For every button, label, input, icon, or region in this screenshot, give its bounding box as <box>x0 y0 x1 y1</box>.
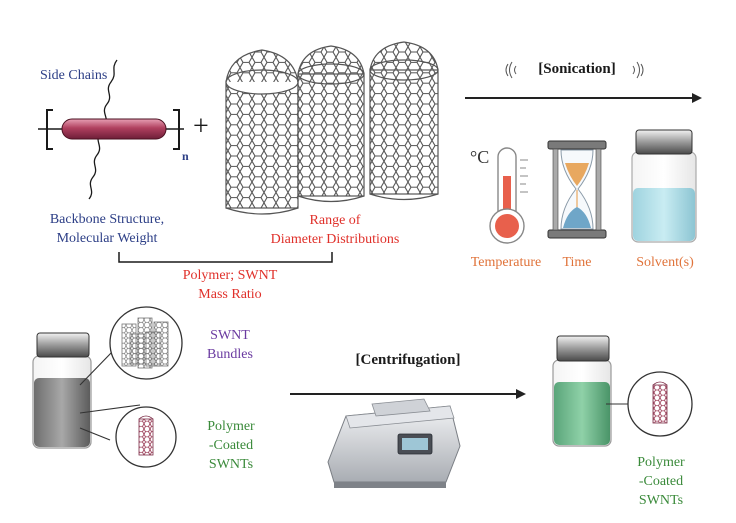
side-chain-lower <box>88 131 101 200</box>
coated-swnt-callout-right <box>627 371 693 437</box>
backbone-label-line-1: Backbone Structure, <box>49 212 165 227</box>
mass-ratio-label-line-2: Mass Ratio <box>198 287 262 302</box>
plus-sign: + <box>193 111 209 142</box>
coated-right-label-line-3: SWNTs <box>638 493 684 508</box>
polymer-repeat-unit <box>38 59 184 200</box>
temperature-label: Temperature <box>470 255 542 270</box>
diameter-range-label-line-1: Range of <box>309 213 361 228</box>
bracket-left <box>46 109 53 150</box>
thermometer-icon <box>489 147 528 244</box>
hourglass-icon <box>547 140 607 239</box>
centrifuge-icon <box>327 398 461 488</box>
swnt-bundles-label-line-1: SWNT <box>210 328 250 343</box>
celsius-label: °C <box>470 147 490 167</box>
grouping-bracket <box>118 252 333 263</box>
sonication-waves-left <box>505 61 517 79</box>
backbone-rod <box>61 118 167 140</box>
swnt-bundles-callout <box>109 306 183 380</box>
bracket-right <box>173 109 180 150</box>
swnt-bundles-label-line-2: Bundles <box>207 347 253 362</box>
repeat-subscript-n: n <box>182 149 189 163</box>
coated-left-label-line-3: SWNTs <box>208 457 254 472</box>
coated-left-label-line-2: -Coated <box>208 438 254 453</box>
time-label: Time <box>562 255 592 270</box>
nanotube-1 <box>225 49 299 215</box>
supernatant-vial <box>552 335 612 447</box>
side-chain-upper <box>103 59 118 128</box>
dispersion-vial <box>32 332 92 449</box>
nanotube-2 <box>297 45 365 203</box>
coated-right-label-line-2: -Coated <box>638 474 684 489</box>
mass-ratio-label-line-1: Polymer; SWNT <box>182 268 278 283</box>
coated-right-label-line-1: Polymer <box>637 455 685 470</box>
sonication-waves-right <box>632 61 644 79</box>
callout-lines-left <box>79 351 141 441</box>
nanotube-3 <box>369 41 439 201</box>
backbone-label-line-2: Molecular Weight <box>56 231 158 246</box>
sonication-label: [Sonication] <box>538 61 616 77</box>
side-chains-label: Side Chains <box>40 68 108 83</box>
coated-swnt-callout-left <box>115 406 177 468</box>
solvent-vial-icon <box>631 129 697 243</box>
centrifugation-label: [Centrifugation] <box>355 352 461 368</box>
solvent-label: Solvent(s) <box>636 255 694 270</box>
diameter-range-label-line-2: Diameter Distributions <box>270 232 400 247</box>
coated-left-label-line-1: Polymer <box>207 419 255 434</box>
